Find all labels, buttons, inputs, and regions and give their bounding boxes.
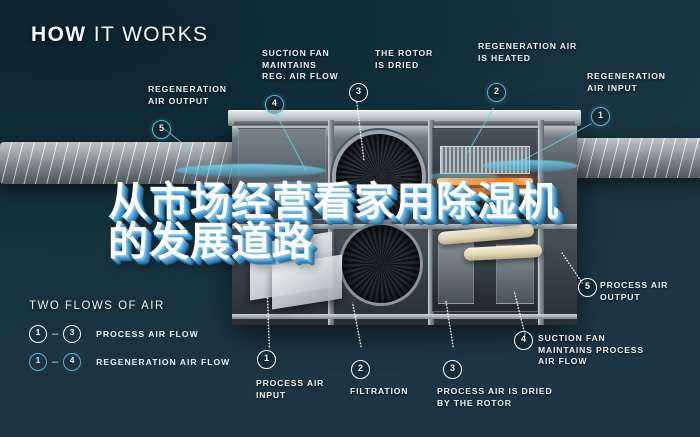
- machine-top-rail: [228, 110, 581, 126]
- page-title-light: IT WORKS: [86, 23, 209, 46]
- cabinet-frame-middle-shelf: [232, 224, 577, 229]
- left-spiral-duct: [0, 142, 250, 184]
- cabinet-base: [232, 314, 577, 319]
- callout-label-regeneration-air-output: REGENERATION AIR OUTPUT: [148, 84, 227, 106]
- callout-label-filtration: FILTRATION: [350, 386, 409, 396]
- callout-badge-regeneration-air-input[interactable]: 1: [591, 107, 610, 126]
- right-spiral-duct: [562, 138, 700, 178]
- callout-label-process-air-dried: PROCESS AIR IS DRIED BY THE ROTOR: [437, 386, 553, 408]
- cabinet-frame-mid: [428, 120, 434, 325]
- legend-badge-from-1: 1: [29, 325, 47, 343]
- cabinet-frame-right: [538, 120, 544, 325]
- callout-label-regeneration-air-heated: REGENERATION AIR IS HEATED: [478, 41, 578, 63]
- callout-badge-process-air-output[interactable]: 5: [578, 278, 597, 297]
- callout-badge-process-air-dried[interactable]: 3: [443, 360, 462, 379]
- desiccant-rotor-lower: [342, 225, 420, 303]
- chinese-headline-line1: 从市场经营看家用除湿机: [108, 179, 559, 225]
- callout-label-suction-fan-process: SUCTION FAN MAINTAINS PROCESS AIR FLOW: [538, 333, 644, 366]
- callout-badge-regeneration-air-output[interactable]: 5: [152, 120, 171, 139]
- callout-badge-rotor-is-dried[interactable]: 3: [349, 83, 368, 102]
- heater-element-bottom: [442, 188, 528, 195]
- heater-element-top: [437, 178, 533, 185]
- callout-badge-suction-fan-process[interactable]: 4: [514, 331, 533, 350]
- desiccant-rotor-upper: [336, 134, 422, 220]
- legend-dash-cyan: –: [52, 356, 59, 368]
- legend-title: TWO FLOWS OF AIR: [29, 300, 165, 312]
- dehumidifier-illustration: [0, 110, 700, 325]
- callout-label-rotor-is-dried: THE ROTOR IS DRIED: [375, 48, 434, 70]
- callout-label-process-air-input: PROCESS AIR INPUT: [256, 378, 325, 400]
- chinese-headline-line2: 的发展道路: [108, 219, 313, 265]
- legend-row-regeneration-air-flow: 1 – 4 REGENERATION AIR FLOW: [29, 353, 230, 371]
- legend-row-process-air-flow: 1 – 3 PROCESS AIR FLOW: [29, 325, 199, 343]
- chinese-headline-overlay: 从市场经营看家用除湿机 的发展道路: [108, 182, 608, 262]
- callout-badge-suction-fan-regeneration[interactable]: 4: [265, 95, 284, 114]
- legend-badge-to-3: 3: [63, 325, 82, 343]
- callout-badge-filtration[interactable]: 2: [351, 360, 370, 379]
- legend-dash: –: [52, 328, 59, 340]
- leader-line-process-air-input: [266, 295, 270, 348]
- page-title: HOW IT WORKS: [31, 23, 208, 47]
- airflow-stream-left-2: [238, 182, 358, 192]
- callout-label-suction-fan-regeneration: SUCTION FAN MAINTAINS REG. AIR FLOW: [262, 48, 339, 81]
- legend-badge-from-1-cyan: 1: [29, 353, 47, 371]
- callout-label-process-air-output: PROCESS AIR OUTPUT: [600, 280, 669, 302]
- callout-badge-process-air-input[interactable]: 1: [257, 350, 276, 369]
- legend-label-process-air-flow: PROCESS AIR FLOW: [96, 329, 199, 339]
- airflow-stream-left: [176, 164, 326, 177]
- cabinet-frame-left: [328, 120, 334, 325]
- legend-label-regeneration-air-flow: REGENERATION AIR FLOW: [96, 357, 231, 367]
- page-title-bold: HOW: [31, 23, 87, 46]
- airflow-stream-mid: [428, 172, 498, 181]
- callout-badge-regeneration-air-heated[interactable]: 2: [487, 83, 506, 102]
- legend-badge-to-4-cyan: 4: [63, 353, 82, 371]
- callout-label-regeneration-air-input: REGENERATION AIR INPUT: [587, 71, 666, 93]
- airflow-stream-right: [482, 160, 578, 172]
